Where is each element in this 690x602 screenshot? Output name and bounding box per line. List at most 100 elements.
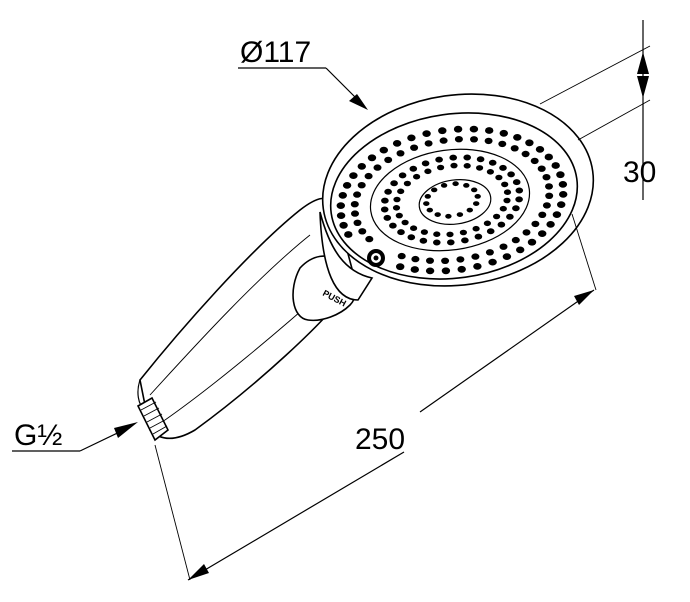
nozzle-hole	[392, 205, 401, 211]
nozzle-hole	[486, 169, 494, 175]
nozzle-hole	[450, 162, 458, 169]
nozzle-hole	[459, 229, 467, 236]
nozzle-hole	[454, 136, 463, 143]
nozzle-hole	[512, 205, 520, 212]
shower-head	[319, 93, 595, 301]
nozzle-hole	[545, 192, 554, 199]
nozzle-hole	[424, 168, 432, 175]
nozzle-hole	[441, 257, 450, 264]
nozzle-hole	[559, 191, 568, 198]
nozzle-hole	[552, 211, 562, 219]
nozzle-hole	[419, 237, 428, 244]
nozzle-hole	[473, 201, 480, 207]
nozzle-hole	[445, 213, 452, 219]
nozzle-hole	[392, 140, 402, 147]
nozzle-hole	[339, 221, 348, 229]
nozzle-hole	[398, 172, 407, 179]
nozzle-hole	[515, 187, 524, 194]
nozzle-hole	[457, 265, 466, 273]
nozzle-hole	[521, 150, 530, 158]
nozzle-hole	[403, 180, 411, 187]
nozzle-hole	[522, 229, 531, 236]
nozzle-hole	[456, 256, 465, 263]
diameter-dimension: Ø117	[238, 36, 368, 110]
nozzle-hole	[381, 197, 389, 204]
thread-connector	[136, 396, 170, 442]
nozzle-hole	[551, 162, 560, 169]
nozzle-hole	[556, 171, 565, 179]
nozzle-hole	[476, 165, 484, 171]
nozzle-hole	[456, 212, 464, 218]
nozzle-hole	[512, 179, 521, 186]
nozzle-hole	[397, 229, 405, 236]
nozzle-hole	[546, 221, 555, 228]
nozzle-hole	[424, 140, 433, 147]
nozzle-hole	[353, 219, 362, 226]
nozzle-hole	[357, 163, 366, 170]
nozzle-hole	[407, 134, 416, 142]
nozzle-hole	[410, 266, 419, 273]
nozzle-hole	[407, 234, 416, 241]
nozzle-hole	[383, 214, 392, 221]
nozzle-hole	[384, 156, 393, 164]
nozzle-hole	[463, 183, 470, 188]
nozzle-hole	[493, 213, 501, 220]
nozzle-hole	[380, 206, 389, 213]
nozzle-hole	[515, 196, 523, 203]
nozzle-hole	[507, 171, 515, 178]
nozzle-hole	[452, 181, 459, 187]
nozzle-hole	[410, 225, 418, 231]
nozzle-hole	[476, 156, 485, 163]
nozzle-hole	[510, 145, 519, 152]
nozzle-pattern	[336, 125, 568, 275]
nozzle-hole	[379, 146, 388, 154]
nozzle-hole	[501, 181, 509, 188]
nozzle-hole	[384, 188, 392, 195]
nozzle-hole	[441, 267, 451, 275]
nozzle-hole	[396, 150, 405, 157]
nozzle-hole	[486, 228, 495, 235]
nozzle-hole	[535, 146, 545, 153]
nozzle-hole	[336, 202, 345, 210]
nozzle-hole	[474, 194, 481, 199]
nozzle-hole	[344, 231, 353, 238]
nozzle-hole	[353, 191, 362, 198]
nozzle-hole	[342, 182, 352, 189]
nozzle-hole	[488, 159, 497, 166]
nozzle-hole	[542, 174, 551, 181]
nozzle-hole	[410, 144, 419, 151]
nozzle-hole	[502, 253, 512, 260]
nozzle-hole	[463, 163, 471, 169]
nozzle-hole	[513, 134, 522, 141]
nozzle-hole	[488, 258, 497, 266]
nozzle-hole	[461, 237, 469, 244]
nozzle-hole	[437, 164, 445, 171]
nozzle-hole	[349, 172, 358, 180]
nozzle-hole	[350, 201, 359, 208]
nozzle-hole	[411, 255, 420, 263]
nozzle-hole	[421, 160, 430, 167]
nozzle-hole	[358, 228, 367, 235]
nozzle-hole	[463, 154, 472, 161]
diameter-label: Ø117	[240, 36, 311, 69]
nozzle-hole	[351, 210, 359, 217]
nozzle-hole	[511, 236, 520, 244]
nozzle-hole	[531, 220, 540, 228]
nozzle-hole	[471, 187, 478, 193]
nozzle-hole	[365, 235, 374, 243]
nozzle-hole	[413, 173, 421, 180]
nozzle-hole	[367, 154, 377, 162]
nozzle-hole	[469, 125, 479, 133]
nozzle-hole	[499, 164, 507, 171]
nozzle-hole	[484, 137, 493, 145]
nozzle-hole	[474, 233, 483, 240]
nozzle-hole	[423, 201, 430, 207]
nozzle-hole	[483, 220, 491, 227]
nozzle-hole	[537, 165, 546, 172]
height-dimension: 30	[539, 20, 656, 200]
nozzle-hole	[336, 212, 346, 220]
nozzle-hole	[447, 239, 455, 246]
nozzle-hole	[453, 125, 463, 133]
nozzle-hole	[433, 239, 441, 246]
nozzle-hole	[525, 139, 534, 147]
